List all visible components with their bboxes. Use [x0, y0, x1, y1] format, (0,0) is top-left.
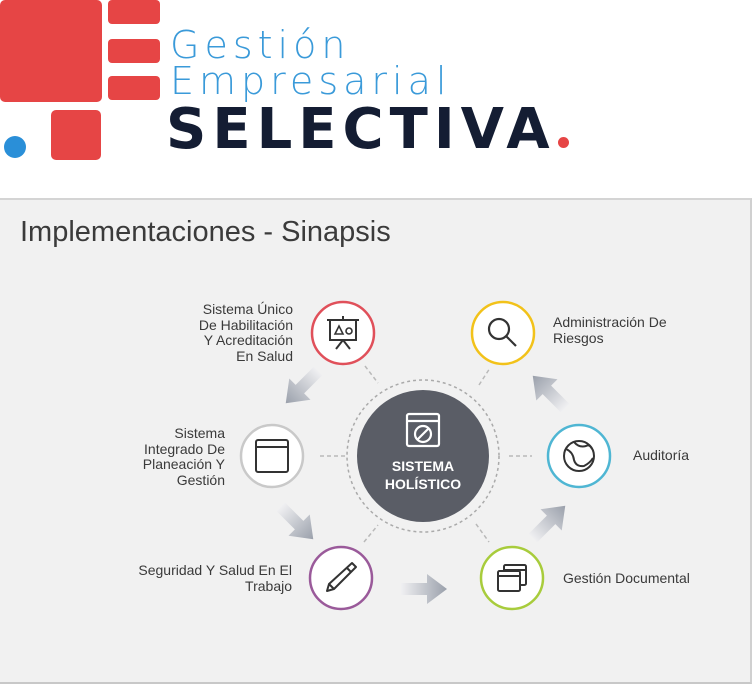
presentation-board-icon: [327, 316, 359, 350]
label-seguridad: Seguridad Y Salud En El Trabajo: [138, 562, 292, 594]
label-planeacion: Sistema Integrado De Planeación Y Gestió…: [142, 425, 225, 488]
logo-blue-dot: [4, 136, 26, 158]
logo-bar-top: [108, 0, 160, 24]
label-auditoria: Auditoría: [633, 447, 690, 463]
label-riesgos: Administración De Riesgos: [553, 314, 667, 346]
stacked-windows-icon: [497, 564, 527, 592]
flow-arrow-2: [270, 496, 324, 550]
flow-arrow-4: [522, 495, 576, 549]
center-circle: [357, 390, 489, 522]
logo-mark: [0, 0, 160, 160]
label-documental: Gestión Documental: [563, 571, 690, 586]
node-seguridad-circle: [308, 545, 374, 611]
connector-habilitacion: [364, 365, 379, 384]
center-outer-ring: [346, 379, 500, 533]
brand-line-2: Empresarial: [170, 59, 452, 103]
logo-bar-lower: [108, 76, 160, 100]
label-habilitacion: Sistema Único De Habilitación Y Acredita…: [198, 301, 293, 364]
connector-documental: [475, 523, 490, 543]
node-planeacion-circle: [239, 423, 305, 489]
brand-name: SELECTIVA: [166, 102, 569, 158]
node-auditoria-circle: [546, 423, 612, 489]
header: Gestión Empresarial SELECTIVA: [0, 0, 754, 196]
logo-bar-middle: [108, 39, 160, 63]
brand-dot: [557, 137, 569, 148]
panel-title: Implementaciones - Sinapsis: [20, 216, 391, 248]
browser-compass-icon: [405, 412, 441, 448]
connector-riesgos: [478, 367, 491, 386]
flow-arrow-3: [401, 574, 447, 604]
pencil-icon: [326, 562, 357, 592]
browser-window-icon: [255, 439, 289, 473]
brand-line-1: Gestión: [170, 23, 351, 67]
logo-square-small: [51, 110, 101, 160]
search-icon: [487, 317, 517, 347]
connector-seguridad: [363, 524, 379, 543]
center-label: SISTEMA HOLÍSTICO: [384, 458, 462, 492]
globe-icon: [563, 440, 595, 472]
flow-arrow-5: [522, 365, 576, 419]
node-riesgos-circle: [470, 300, 536, 366]
logo-square-large: [0, 0, 102, 102]
brand-name-text: SELECTIVA: [166, 97, 556, 162]
flow-arrow-1: [275, 360, 329, 414]
